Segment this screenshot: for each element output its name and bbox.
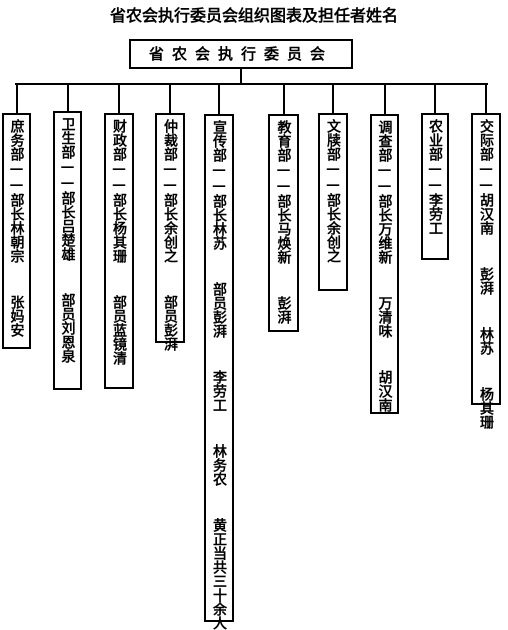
branch-drop xyxy=(218,84,220,114)
department-label: 交际部——胡汉南 彭湃 林苏 杨其珊 xyxy=(478,119,494,429)
department-label: 农业部——李劳工 xyxy=(427,119,443,235)
branch-bar xyxy=(15,83,488,85)
department-label: 文牍部——部长余创之 xyxy=(325,119,341,263)
department-label: 财政部——部长杨其珊 部员蓝镜清 xyxy=(111,119,127,365)
branch-drop xyxy=(434,84,436,113)
department-node: 宣传部——部长林苏 部员彭湃 李劳工 林务农 黄正当共三十余人 xyxy=(204,114,234,630)
department-node: 交际部——胡汉南 彭湃 林苏 杨其珊 xyxy=(471,113,501,429)
branch-drop xyxy=(118,84,120,113)
department-node: 庶务部——部长林朝宗 张妈安 xyxy=(2,113,31,349)
department-node: 农业部——李劳工 xyxy=(421,113,449,260)
branch-drop xyxy=(282,84,285,114)
department-label: 调查部——部长万维新 万清味 胡汉南 xyxy=(376,120,393,412)
department-node: 教育部——部长马焕新 彭湃 xyxy=(268,114,299,332)
root-node: 省农会执行委员会 xyxy=(129,39,353,69)
branch-drop xyxy=(485,84,487,113)
branch-drop xyxy=(383,84,386,114)
department-label: 卫生部——部长吕楚雄 部员刘恩泉 xyxy=(59,117,76,363)
department-node: 文牍部——部长余创之 xyxy=(318,113,348,291)
department-label: 教育部——部长马焕新 彭湃 xyxy=(275,120,292,324)
department-node: 调查部——部长万维新 万清味 胡汉南 xyxy=(370,114,399,414)
department-node: 卫生部——部长吕楚雄 部员刘恩泉 xyxy=(53,111,82,390)
branch-drop xyxy=(332,84,334,113)
chart-title: 省农会执行委员会组织图表及担任者姓名 xyxy=(109,6,398,25)
department-node: 仲裁部——部长余创之 部员彭湃 xyxy=(155,113,185,351)
branch-drop xyxy=(66,84,69,111)
department-node: 财政部——部长杨其珊 部员蓝镜清 xyxy=(104,113,134,389)
branch-drop xyxy=(169,84,171,113)
department-label: 仲裁部——部长余创之 部员彭湃 xyxy=(162,119,178,351)
department-label: 庶务部——部长林朝宗 张妈安 xyxy=(8,119,25,337)
branch-drop xyxy=(15,84,18,113)
department-label: 宣传部——部长林苏 部员彭湃 李劳工 林务农 黄正当共三十余人 xyxy=(211,120,227,630)
root-connector xyxy=(240,69,242,84)
